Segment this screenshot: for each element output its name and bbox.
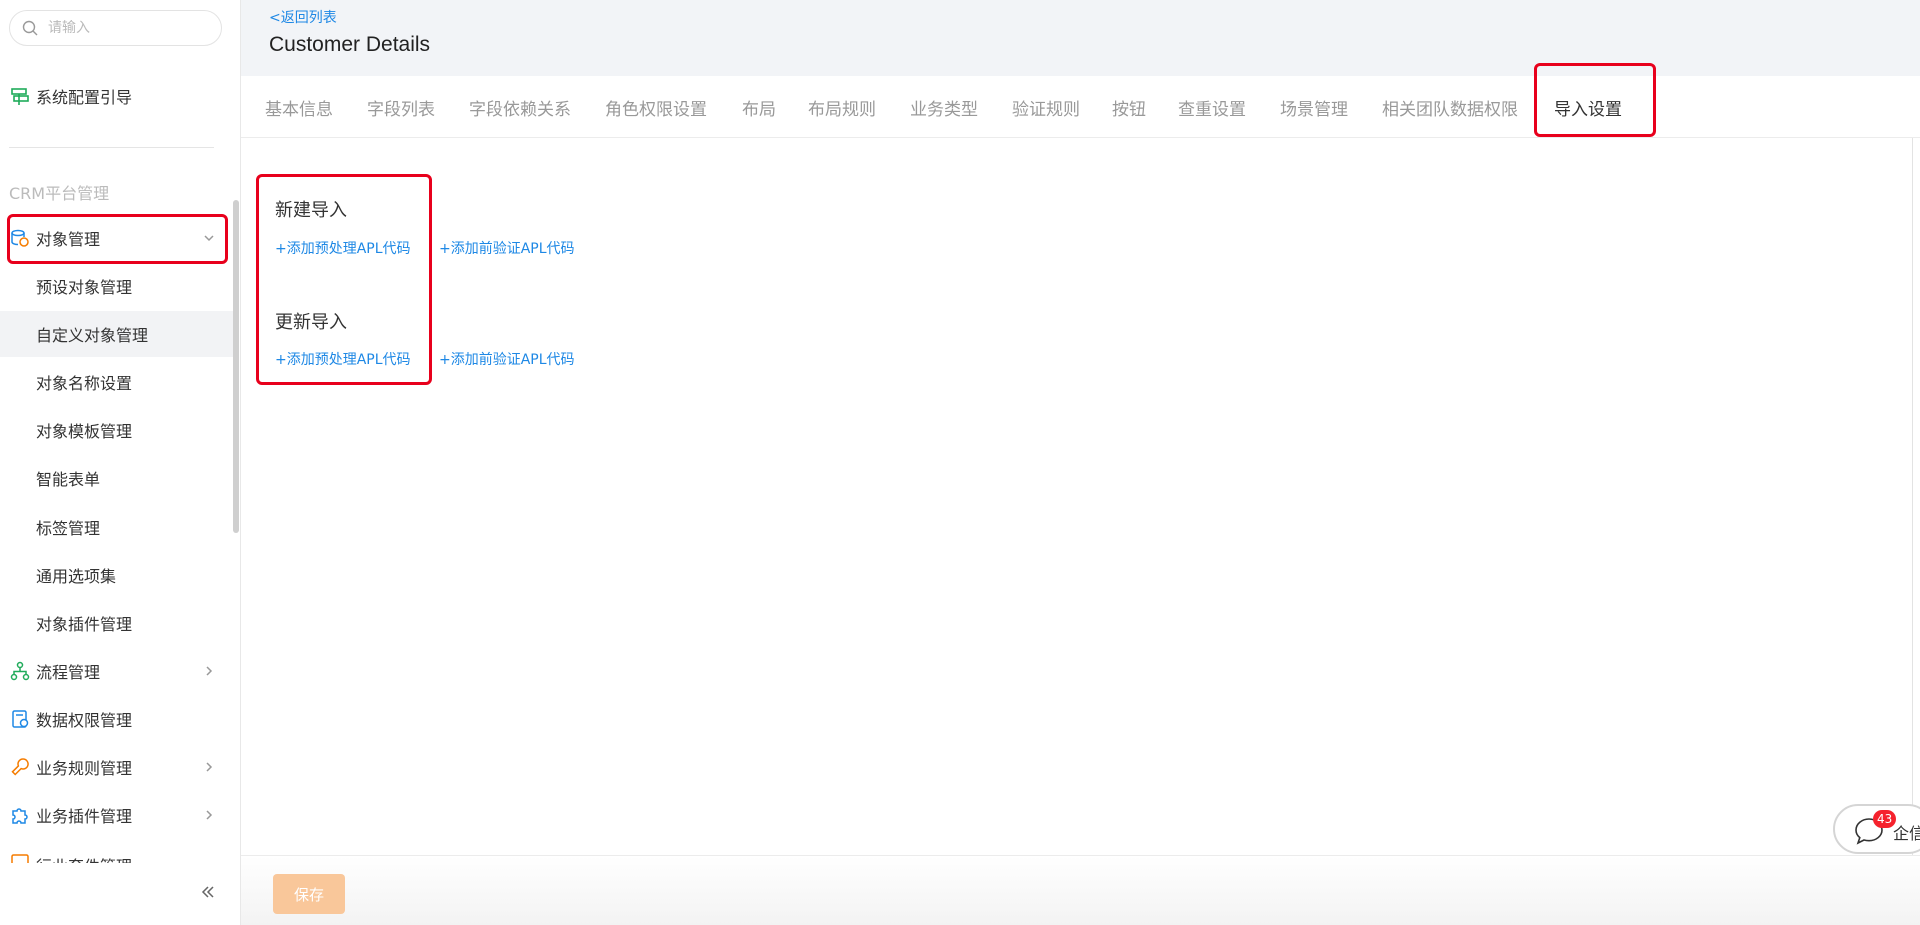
tab-role-permissions[interactable]: 角色权限设置 (605, 99, 707, 120)
sidebar-item-label: 系统配置引导 (36, 88, 133, 107)
unread-count-badge: 43 (1873, 810, 1897, 828)
chevron-right-icon (206, 666, 213, 676)
update-import-add-preprocess-link[interactable]: +添加预处理APL代码 (275, 352, 411, 368)
new-import-title: 新建导入 (275, 200, 347, 221)
sidebar-item-guide[interactable]: 系统配置引导 (0, 76, 235, 116)
tab-business-types[interactable]: 业务类型 (910, 99, 978, 120)
tab-field-dependencies[interactable]: 字段依赖关系 (469, 99, 571, 120)
sidebar-item-label: 流程管理 (36, 663, 101, 682)
tab-buttons[interactable]: 按钮 (1112, 99, 1146, 120)
tab-layout[interactable]: 布局 (742, 99, 776, 120)
tab-field-list[interactable]: 字段列表 (367, 99, 435, 120)
new-import-add-preprocess-link[interactable]: +添加预处理APL代码 (275, 241, 411, 257)
tab-layout-rules[interactable]: 布局规则 (808, 99, 876, 120)
page-footer: 保存 (241, 855, 1920, 925)
chevron-right-icon (206, 762, 213, 772)
sidebar-divider (9, 147, 214, 148)
content-border (1912, 138, 1913, 855)
new-import-add-prevalidate-link[interactable]: +添加前验证APL代码 (439, 241, 575, 257)
double-chevron-left-icon[interactable] (200, 884, 216, 900)
sidebar-subitem-smart-forms[interactable]: 智能表单 (36, 470, 101, 489)
page-title: Customer Details (269, 33, 431, 56)
sidebar-item-label: 业务规则管理 (36, 759, 133, 778)
sidebar-item-label: 行业套件管理 (36, 853, 132, 863)
sidebar-scrollbar[interactable] (233, 200, 239, 533)
suite-icon (11, 854, 29, 863)
tab-basic-info[interactable]: 基本信息 (265, 99, 333, 120)
wrench-icon (11, 758, 29, 776)
sidebar-item-label: 数据权限管理 (36, 711, 133, 730)
update-import-add-prevalidate-link[interactable]: +添加前验证APL代码 (439, 352, 575, 368)
sidebar-item-business-plugins[interactable]: 业务插件管理 (0, 795, 235, 835)
data-permission-icon (12, 710, 29, 728)
puzzle-icon (12, 808, 28, 824)
back-to-list-link[interactable]: <返回列表 (269, 10, 337, 26)
sidebar-subitem-option-sets[interactable]: 通用选项集 (36, 567, 117, 586)
sidebar-item-label: 业务插件管理 (36, 807, 133, 826)
import-settings-panel: 新建导入 +添加预处理APL代码 +添加前验证APL代码 更新导入 +添加预处理… (241, 138, 1920, 855)
sidebar-subitem-preset-objects[interactable]: 预设对象管理 (36, 278, 133, 297)
chevron-down-icon (204, 235, 214, 242)
page-header: <返回列表 Customer Details (241, 0, 1920, 76)
signpost-icon (11, 88, 29, 105)
search-input[interactable] (48, 20, 198, 36)
sidebar-item-label: 对象管理 (36, 230, 101, 249)
tab-import-settings[interactable]: 导入设置 (1554, 99, 1622, 120)
search-icon (22, 20, 38, 36)
sidebar-subitem-tags[interactable]: 标签管理 (36, 519, 101, 538)
tab-bar: 基本信息 字段列表 字段依赖关系 角色权限设置 布局 布局规则 业务类型 验证规… (241, 76, 1920, 138)
sidebar-subitem-object-templates[interactable]: 对象模板管理 (36, 422, 133, 441)
sidebar-item-industry-suite[interactable]: 行业套件管理 (0, 843, 235, 863)
sidebar-item-business-rules[interactable]: 业务规则管理 (0, 747, 235, 787)
chevron-right-icon (206, 810, 213, 820)
chat-widget[interactable]: 43 企信 (1833, 804, 1920, 854)
tab-scene-management[interactable]: 场景管理 (1280, 99, 1348, 120)
flowchart-icon (10, 661, 30, 681)
tab-team-data-permissions[interactable]: 相关团队数据权限 (1382, 99, 1518, 120)
sidebar-item-data-permissions[interactable]: 数据权限管理 (0, 699, 235, 739)
tab-duplicate-check[interactable]: 查重设置 (1178, 99, 1246, 120)
sidebar-subitem-object-names[interactable]: 对象名称设置 (36, 374, 133, 393)
chat-label: 企信 (1893, 824, 1920, 843)
tab-validation-rules[interactable]: 验证规则 (1012, 99, 1080, 120)
search-box[interactable] (9, 10, 222, 46)
save-button[interactable]: 保存 (273, 874, 345, 914)
sidebar: 系统配置引导 CRM平台管理 对象管理 预设对象管理 自定义对象管理 对象名称设… (0, 0, 241, 925)
object-cubes-icon (11, 229, 29, 247)
sidebar-subitem-object-plugins[interactable]: 对象插件管理 (36, 615, 133, 634)
sidebar-subitem-custom-objects[interactable]: 自定义对象管理 (0, 311, 235, 357)
update-import-title: 更新导入 (275, 312, 347, 333)
sidebar-section-title: CRM平台管理 (9, 184, 110, 203)
sidebar-item-object-management[interactable]: 对象管理 (0, 218, 235, 258)
sidebar-item-flow-management[interactable]: 流程管理 (0, 651, 235, 691)
